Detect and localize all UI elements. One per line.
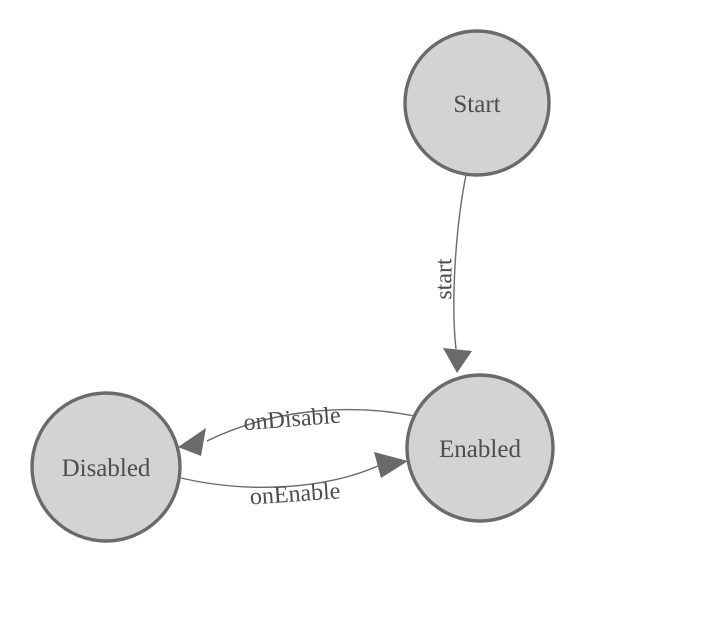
state-node-enabled[interactable]: Enabled [405, 373, 555, 523]
edge-start-to-enabled: start [431, 174, 472, 373]
edge-label-ondisable: onDisable [243, 403, 342, 437]
edge-line [453, 174, 467, 350]
state-node-start[interactable]: Start [403, 29, 551, 177]
state-circle[interactable] [403, 29, 551, 177]
state-label: Enabled [439, 436, 521, 463]
arrowhead-right-icon [374, 452, 408, 478]
state-label: Disabled [62, 455, 151, 482]
edge-line [206, 408, 415, 442]
edge-disabled-to-enabled: onEnable [180, 452, 408, 511]
edge-label-start: start [431, 258, 457, 300]
edge-enabled-to-disabled: onDisable [178, 403, 415, 456]
state-label: Start [453, 91, 500, 118]
arrowhead-down-icon [443, 348, 472, 373]
state-circle[interactable] [30, 391, 182, 543]
state-node-disabled[interactable]: Disabled [30, 391, 182, 543]
state-circle[interactable] [405, 373, 555, 523]
arrowhead-left-icon [178, 428, 206, 456]
edge-label-onenable: onEnable [249, 478, 341, 510]
edge-line [180, 465, 379, 489]
